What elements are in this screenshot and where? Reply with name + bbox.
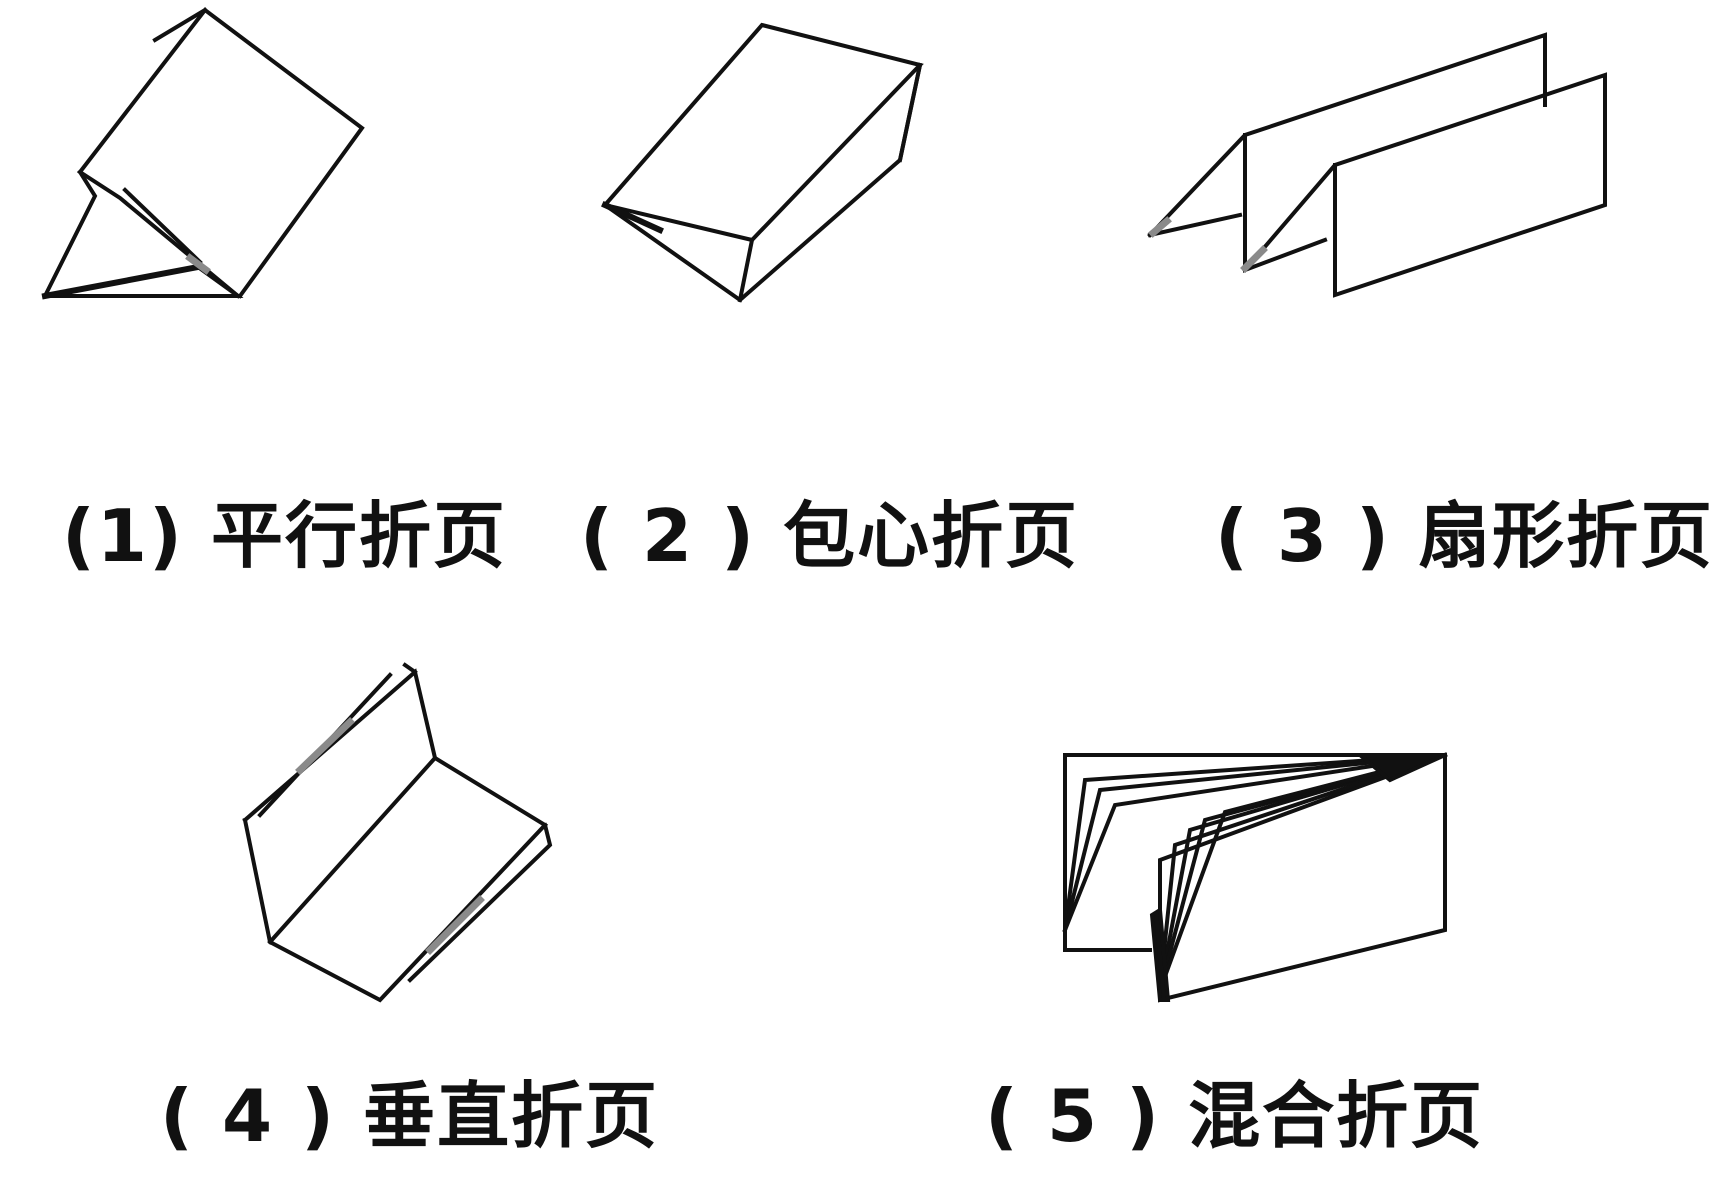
combination-fold-drawing bbox=[1062, 752, 1448, 1003]
wrap-fold-drawing bbox=[601, 22, 924, 303]
vertical-fold-drawing bbox=[242, 662, 553, 1003]
caption-vertical-fold: ( 4 ) 垂直折页 bbox=[160, 1074, 660, 1158]
caption-parallel-fold: (1) 平行折页 bbox=[62, 494, 507, 578]
caption-combination-fold: ( 5 ) 混合折页 bbox=[985, 1074, 1485, 1158]
caption-fan-fold: ( 3 ) 扇形折页 bbox=[1215, 494, 1713, 578]
caption-wrap-fold: ( 2 ) 包心折页 bbox=[580, 494, 1080, 578]
fan-fold-drawing bbox=[1147, 32, 1607, 298]
parallel-fold-drawing bbox=[41, 7, 365, 300]
